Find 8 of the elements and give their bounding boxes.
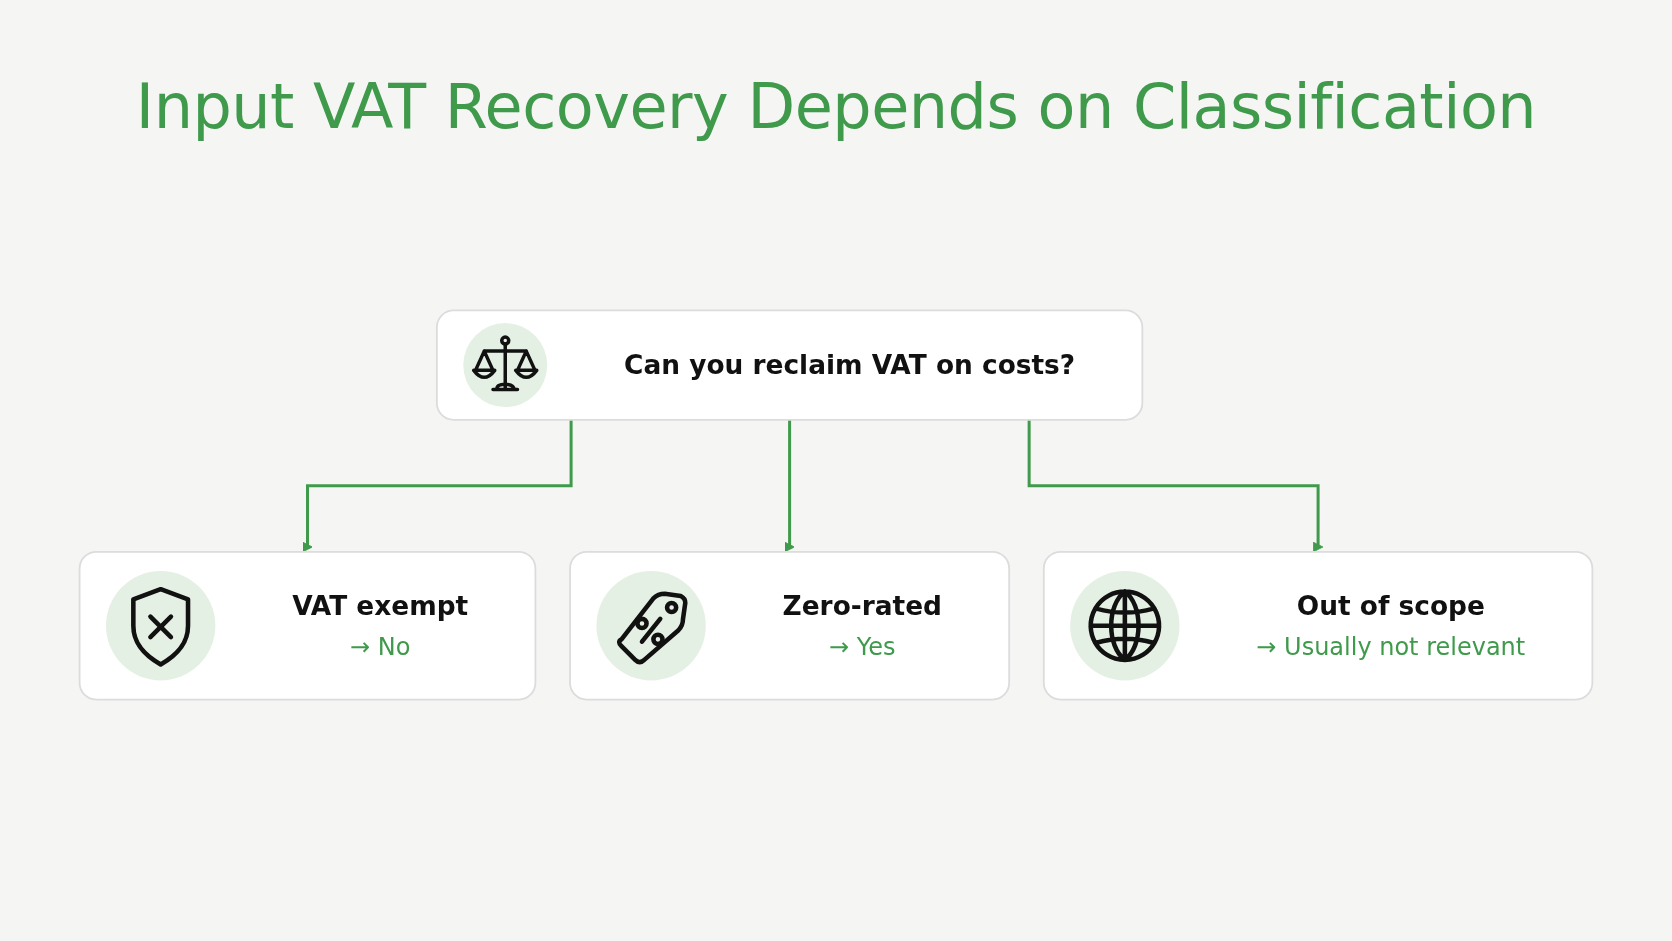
arrow	[1027, 419, 1324, 553]
arrow	[302, 419, 573, 553]
node-box: Zero-rated → Yes	[569, 550, 1011, 701]
node-box: Out of scope → Usually not relevant	[1042, 550, 1594, 701]
node-box: Can you reclaim VAT on costs?	[435, 309, 1144, 421]
title: Input VAT Recovery Depends on Classification	[135, 70, 1537, 143]
node-box: VAT exempt → No	[78, 550, 537, 701]
arrow	[784, 419, 795, 553]
